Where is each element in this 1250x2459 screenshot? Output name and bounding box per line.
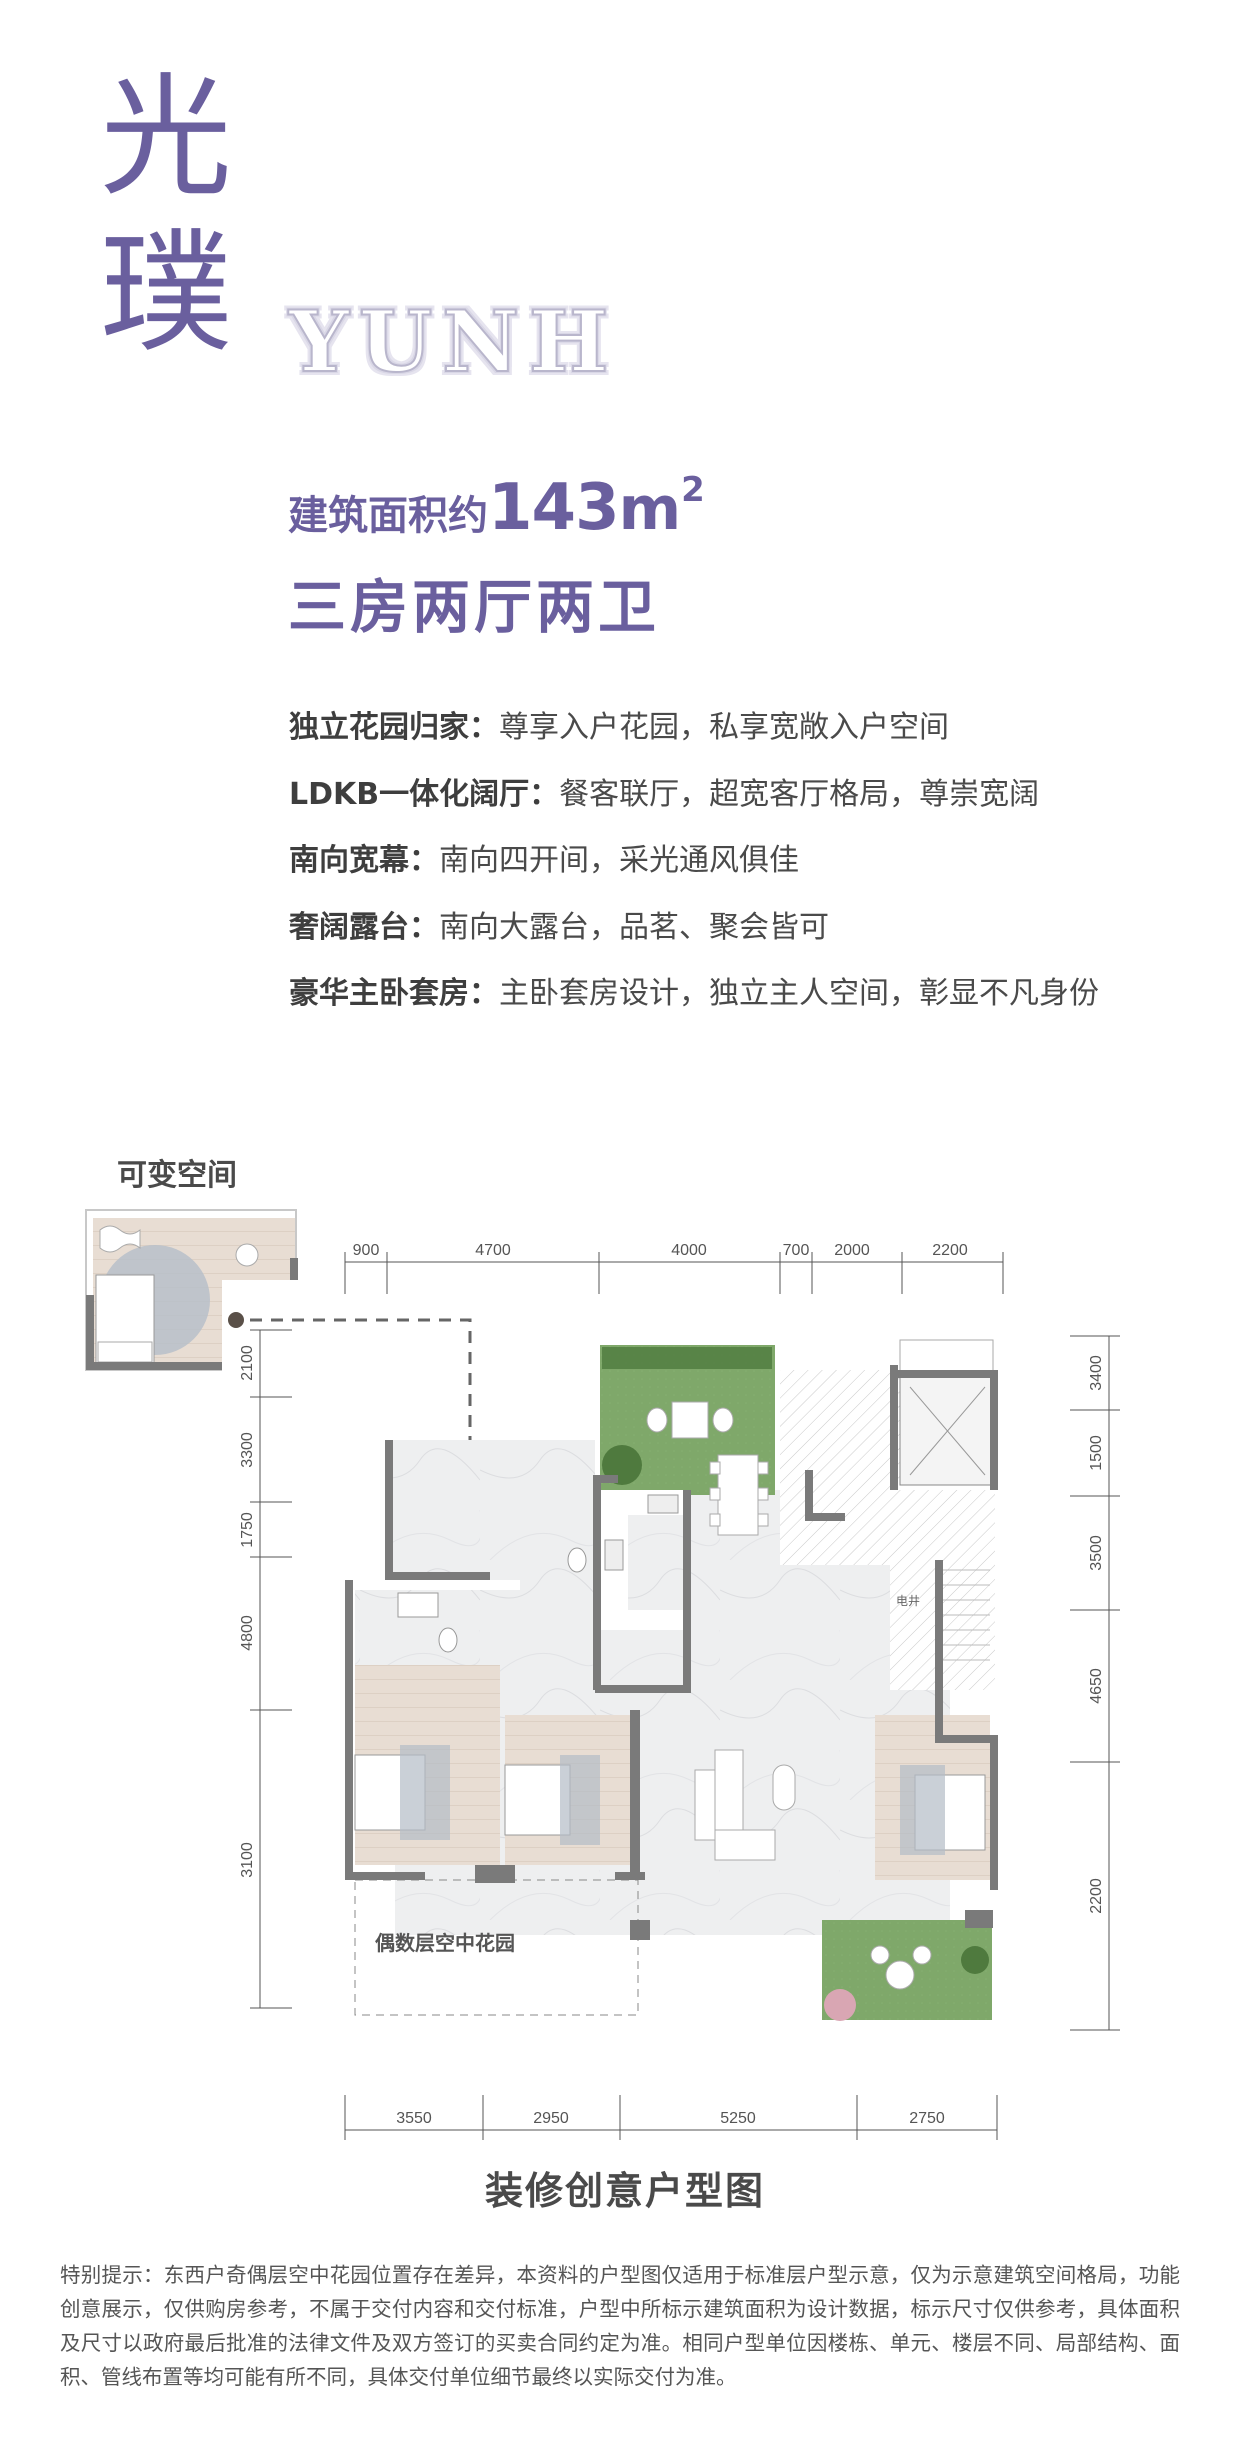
dimension-labels-top: 900 4700 4000 700 2000 2200 [353,1242,968,1259]
dim-top-0: 900 [353,1242,380,1259]
dimension-labels-left: 2100 3300 1750 4800 3100 [239,1345,256,1878]
variable-space-title: 可变空间 [117,1158,237,1193]
dim-right-3: 4650 [1088,1668,1105,1704]
variable-space-inset [85,1209,302,1372]
feature-desc: 尊享入户花园，私享宽敞入户空间 [499,710,949,745]
dim-bottom-1: 2950 [533,2110,569,2127]
dimension-left [250,1329,292,2009]
feature-item: LDKB一体化阔厅：餐客联厅，超宽客厅格局，尊崇宽阔 [289,772,1099,839]
area-value: 143 [488,471,620,545]
layout-type-title: 三房两厅两卫 [288,573,661,641]
floor-plan-caption: 装修创意户型图 [484,2169,765,2213]
area-unit-sup: 2 [681,470,705,510]
feature-item: 独立花园归家：尊享入户花园，私享宽敞入户空间 [289,705,1099,772]
area-unit: m [618,474,682,544]
dimension-bottom [344,2095,998,2140]
dimension-labels-bottom: 3550 2950 5250 2750 [396,2110,945,2127]
brand-char-pu: 璞 [100,217,232,371]
dim-left-2: 1750 [239,1512,256,1548]
dim-left-1: 3300 [239,1432,256,1468]
dim-right-4: 2200 [1088,1878,1105,1914]
feature-key: 豪华主卧套房： [289,976,499,1011]
dim-bottom-0: 3550 [396,2110,432,2127]
feature-item: 南向宽幕：南向四开间，采光通风俱佳 [289,838,1099,905]
dim-top-4: 2000 [834,1242,870,1259]
walls [345,1365,998,1940]
dimension-labels-right: 3400 1500 3500 4650 2200 [1088,1355,1105,1914]
feature-list: 独立花园归家：尊享入户花园，私享宽敞入户空间 LDKB一体化阔厅：餐客联厅，超宽… [289,705,1099,1038]
dim-top-5: 2200 [932,1242,968,1259]
feature-desc: 主卧套房设计，独立主人空间，彰显不凡身份 [499,976,1099,1011]
dim-left-0: 2100 [239,1345,256,1381]
dim-left-4: 3100 [239,1842,256,1878]
dim-bottom-2: 5250 [720,2110,756,2127]
feature-desc: 南向大露台，品茗、聚会皆可 [439,909,829,945]
label-sky-garden: 偶数层空中花园 [375,1931,515,1955]
dim-left-3: 4800 [239,1615,256,1651]
feature-key: 南向宽幕： [289,843,439,878]
dim-top-2: 4000 [671,1242,707,1259]
dim-right-0: 3400 [1088,1355,1105,1391]
label-electric-shaft: 电井 [896,1594,920,1608]
dim-bottom-3: 2750 [909,2110,945,2127]
dimension-top [344,1252,1004,1294]
feature-desc: 餐客联厅，超宽客厅格局，尊崇宽阔 [559,776,1040,812]
area-prefix: 建筑面积约 [288,493,488,539]
dim-right-2: 3500 [1088,1535,1105,1571]
dimension-right [1070,1335,1120,2031]
brand-char-guang: 光 [100,61,232,215]
feature-key: 独立花园归家： [289,710,499,745]
dim-right-1: 1500 [1088,1435,1105,1471]
floor-base [354,1339,996,2021]
feature-key: LDKB一体化阔厅： [289,776,560,812]
feature-key: 奢阔露台： [289,909,439,945]
dim-top-1: 4700 [475,1242,511,1259]
area-headline: 建筑面积约143m2 [288,470,705,545]
feature-desc: 南向四开间，采光通风俱佳 [439,843,799,878]
dim-top-3: 700 [783,1242,810,1259]
disclaimer-text: 特别提示：东西户奇偶层空中花园位置存在差异，本资料的户型图仅适用于标准层户型示意… [60,2263,1180,2389]
feature-item: 豪华主卧套房：主卧套房设计，独立主人空间，彰显不凡身份 [289,971,1099,1038]
brand-latin-logo: YUNH [288,291,619,392]
feature-item: 奢阔露台：南向大露台，品茗、聚会皆可 [289,905,1099,972]
